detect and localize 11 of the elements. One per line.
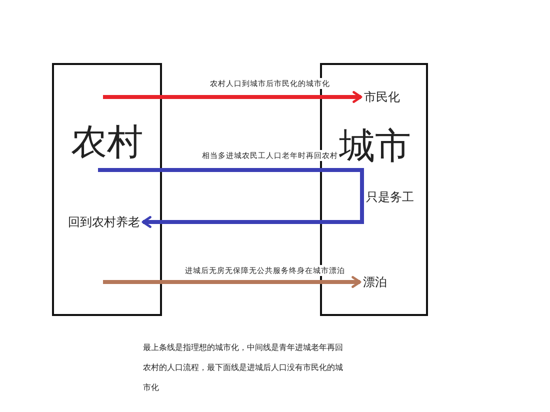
region-box <box>52 63 162 316</box>
outcome-label: 漂泊 <box>363 275 387 289</box>
outcome-label: 回到农村养老 <box>68 215 140 229</box>
arrow <box>98 168 364 228</box>
note-label: 只是务工 <box>366 190 414 204</box>
outcome-label: 市民化 <box>364 90 400 104</box>
arrow <box>103 91 362 103</box>
region-label: 城市 <box>339 127 411 167</box>
caption: 最上条线是指理想的城市化，中间线是青年进城老年再回农村的人口流程，最下面线是进城后人口没有市民化的城市化 <box>143 341 344 394</box>
region-label: 农村 <box>71 123 143 163</box>
arrow <box>103 276 362 288</box>
